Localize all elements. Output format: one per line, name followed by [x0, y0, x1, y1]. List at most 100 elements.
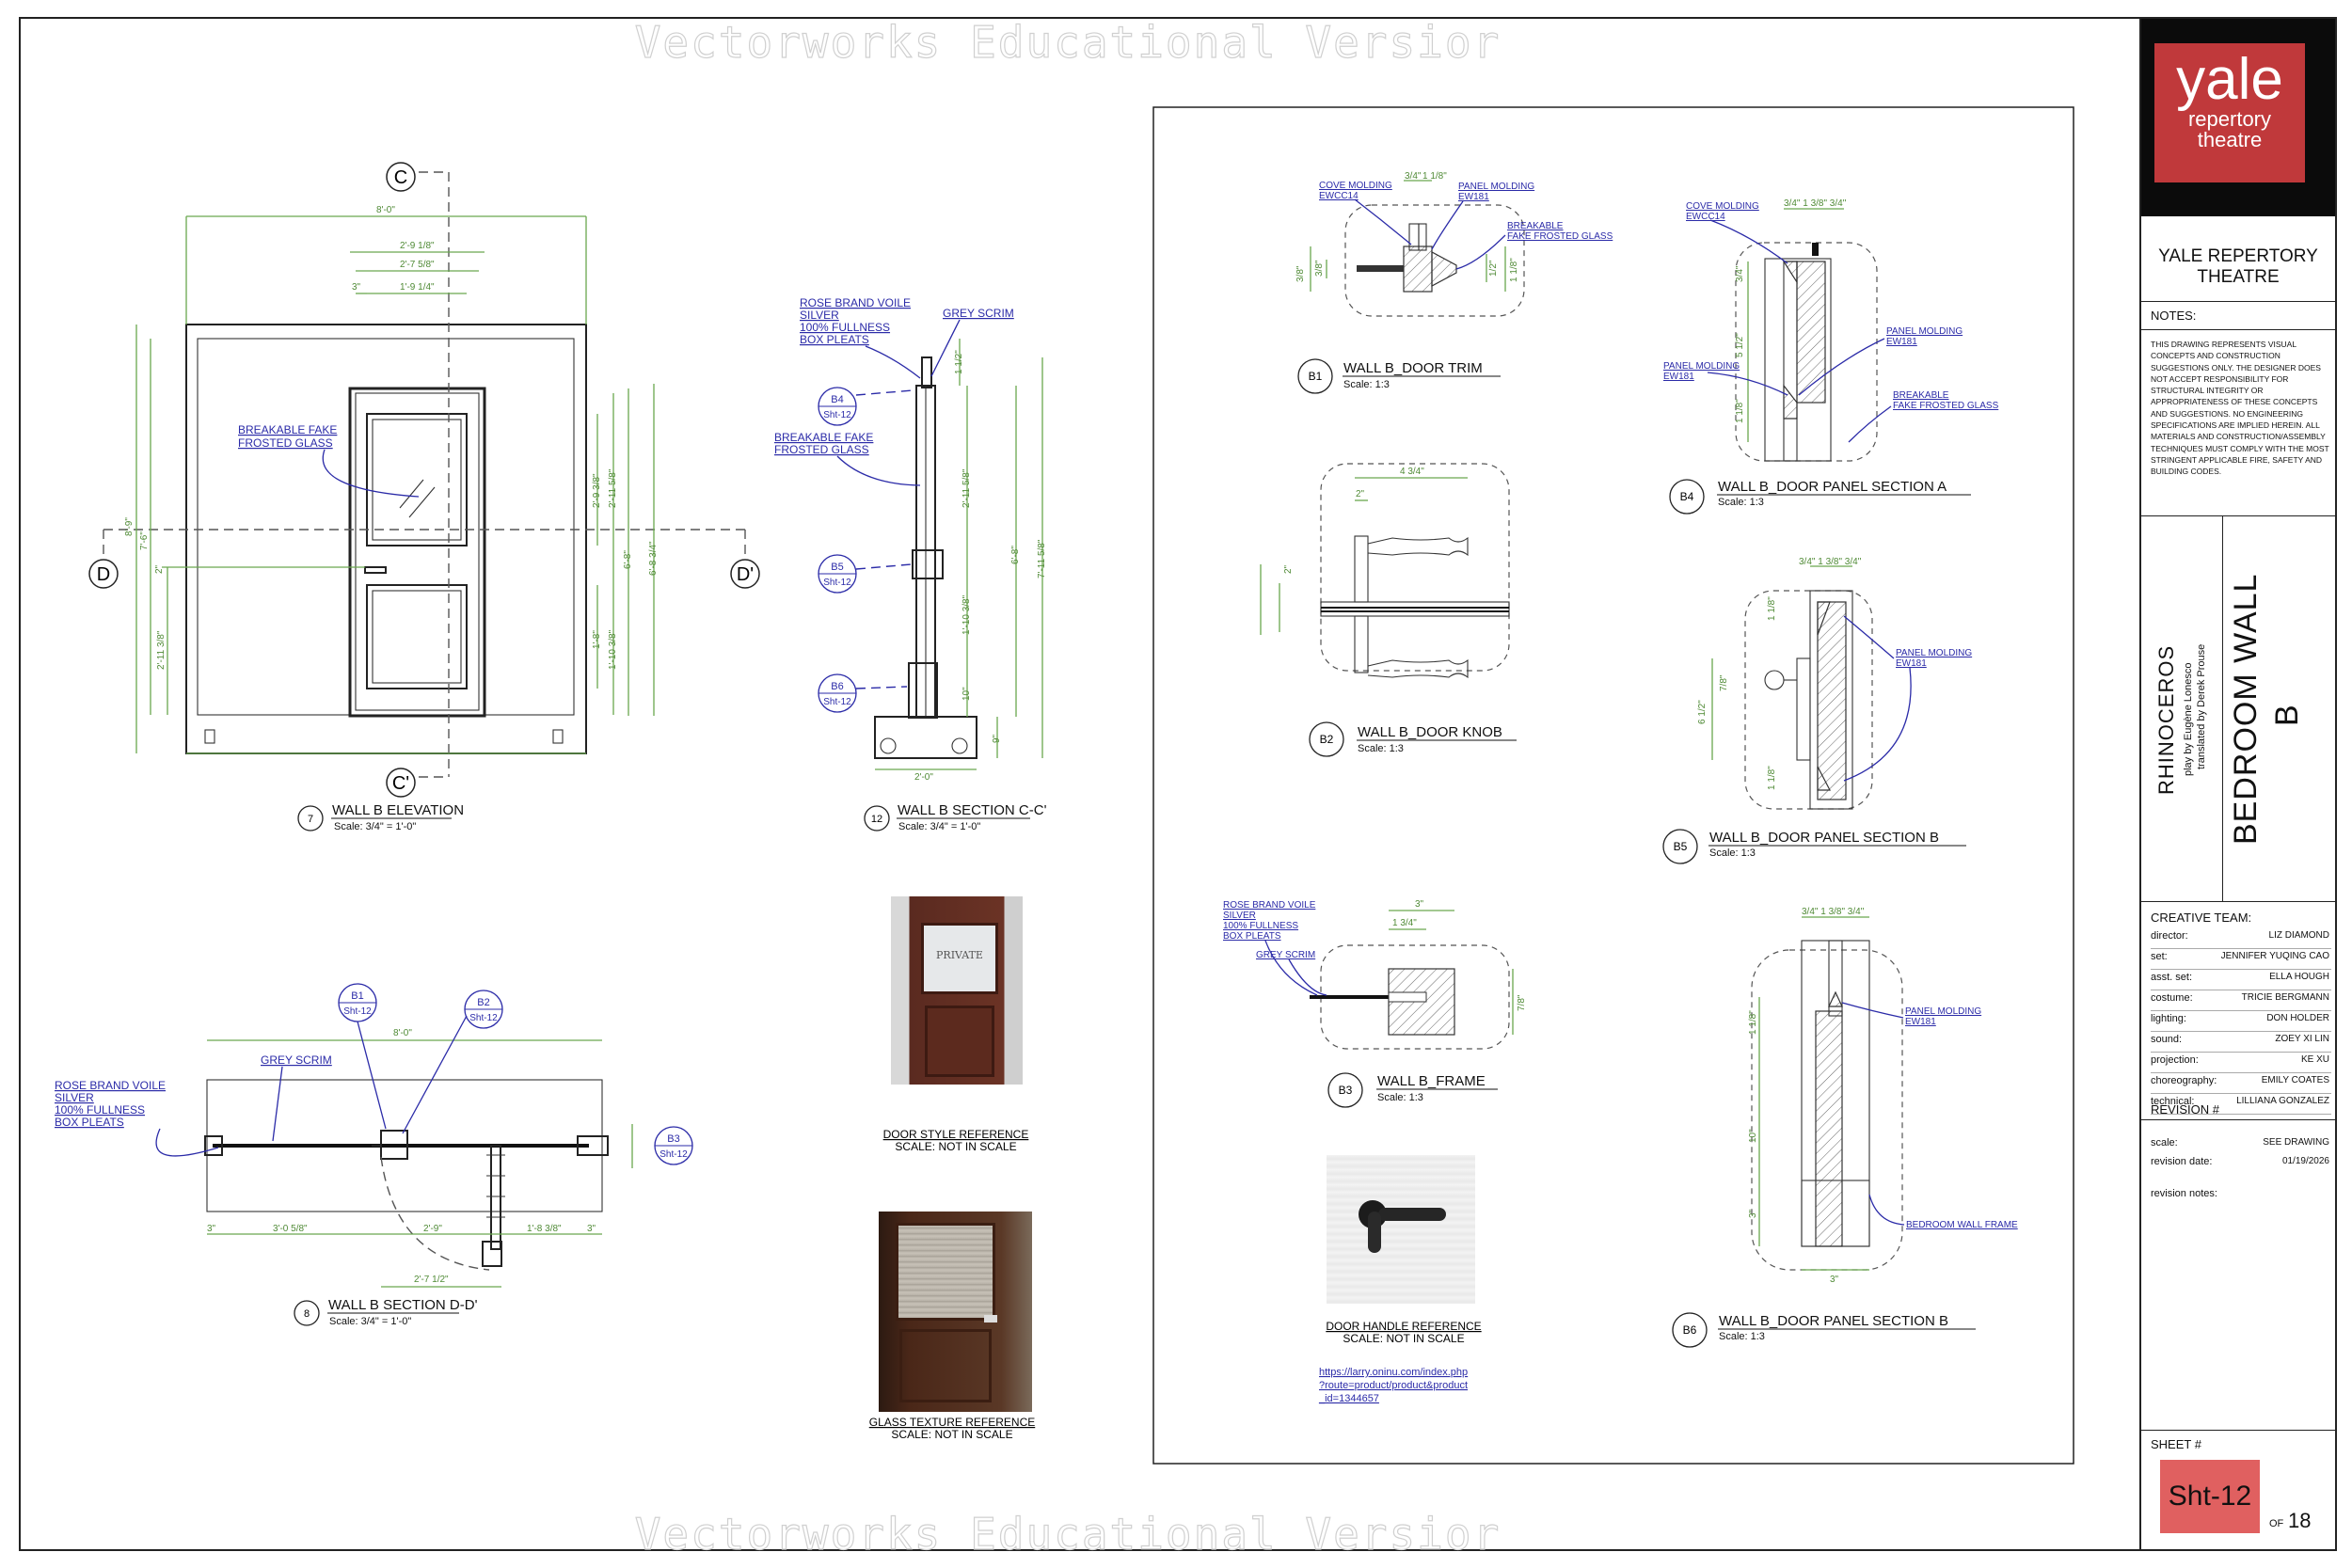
wall-b-section-cc: 2'-0" 6'-8" 7'-11 5/8" 2'-11 5/8" 1'-10 …	[774, 296, 1047, 832]
svg-text:B6: B6	[831, 681, 843, 692]
dim-e-6-8-3-4: 6'-8 3/4"	[648, 541, 659, 576]
voile-dd-label-4: BOX PLEATS	[55, 1116, 124, 1129]
section-mark-d-prime: D'	[737, 564, 754, 585]
revision-heading: REVISION #	[2151, 1102, 2219, 1117]
svg-text:B1: B1	[351, 990, 363, 1002]
voile-dd-label-1: ROSE BRAND VOILE	[55, 1079, 166, 1092]
notes-text: THIS DRAWING REPRESENTS VISUAL CONCEPTS …	[2151, 340, 2329, 477]
dim-e-2-11-3-8: 2'-11 3/8"	[156, 630, 167, 670]
b6-panel-1: PANEL MOLDING	[1905, 1006, 1981, 1017]
svg-text:B5: B5	[831, 562, 843, 573]
b4-panel-left-1: PANEL MOLDING	[1663, 361, 1740, 372]
watermark-top: Vectorworks Educational Versior	[634, 16, 1502, 68]
svg-text:B3: B3	[667, 1133, 679, 1145]
view-8-title: WALL B SECTION D-D'	[328, 1297, 478, 1313]
team-row-asst-set: asst. set:ELLA HOUGH	[2151, 969, 2331, 990]
dim-b3-1-3-4: 1 3/4"	[1392, 918, 1417, 928]
view-7-scale: Scale: 3/4" = 1'-0"	[334, 821, 416, 832]
b2-number: B2	[1320, 733, 1334, 746]
b2-scale: Scale: 1:3	[1358, 743, 1404, 754]
view-12-title: WALL B SECTION C-C'	[898, 802, 1047, 818]
detail-b5: 3/4" 1 3/8" 3/4" 6 1/2" 7/8" 1 1/8" 1 1/…	[1662, 557, 1972, 864]
team-row-director: director:LIZ DIAMOND	[2151, 927, 2331, 949]
team-row-set: set:JENNIFER YUQING CAO	[2151, 948, 2331, 970]
b4-scale: Scale: 1:3	[1718, 497, 1764, 508]
b4-title: WALL B_DOOR PANEL SECTION A	[1718, 479, 1947, 495]
b3-voile-3: 100% FULLNESS	[1223, 921, 1298, 931]
revision-date-row: revision date:01/19/2026	[2151, 1156, 2329, 1167]
private-sign: PRIVATE	[936, 949, 983, 961]
b1-cove-label-1: COVE MOLDING	[1319, 181, 1392, 191]
frosted-glass-cc-label-1: BREAKABLE FAKE	[774, 431, 873, 444]
dim-e-7-6: 7'-6"	[139, 531, 150, 550]
voile-label-1: ROSE BRAND VOILE	[800, 296, 911, 309]
view-8-number: 8	[304, 1308, 310, 1320]
callout-b6-cc: B6 Sht-12	[818, 673, 908, 713]
dim-e-2-11-5-8: 2'-11 5/8"	[608, 468, 618, 508]
dim-b2-4-3-4: 4 3/4"	[1400, 467, 1424, 477]
dim-b4-top: 3/4" 1 3/8" 3/4"	[1784, 198, 1847, 209]
dim-b6-3-bottom: 3"	[1830, 1275, 1839, 1285]
watermark-bottom: Vectorworks Educational Versior	[634, 1508, 1502, 1560]
voile-label-3: 100% FULLNESS	[800, 321, 890, 334]
dim-s-2-11-5-8: 2'-11 5/8"	[961, 468, 972, 508]
b4-cove-1: COVE MOLDING	[1686, 201, 1759, 212]
door-handle-reference-photo	[1327, 1155, 1475, 1304]
door-style-ref-scale: SCALE: NOT IN SCALE	[895, 1140, 1016, 1153]
dim-b3-3: 3"	[1415, 899, 1424, 910]
team-row-choreography: choreography:EMILY COATES	[2151, 1072, 2331, 1094]
dim-s-10: 10"	[961, 687, 972, 701]
dim-e-1-9-1-4: 1'-9 1/4"	[400, 282, 435, 293]
glass-ref-title: GLASS TEXTURE REFERENCE	[869, 1416, 1035, 1429]
grey-scrim-dd-label: GREY SCRIM	[261, 1053, 332, 1067]
section-mark-d: D	[97, 564, 110, 585]
handle-ref-url-3[interactable]: _id=1344657	[1318, 1393, 1379, 1404]
dim-d-3-left: 3"	[207, 1224, 216, 1234]
b1-number: B1	[1309, 370, 1323, 383]
dim-b2-2-side: 2"	[1283, 564, 1294, 574]
handle-ref-url-2[interactable]: ?route=product/product&product	[1319, 1380, 1468, 1391]
dim-d-3-right: 3"	[587, 1224, 596, 1234]
b1-title: WALL B_DOOR TRIM	[1343, 360, 1483, 376]
dim-b5-top: 3/4" 1 3/8" 3/4"	[1799, 557, 1862, 567]
dim-s-9: 9"	[992, 734, 1002, 743]
svg-text:B2: B2	[477, 997, 489, 1008]
dim-d-8-0: 8'-0"	[393, 1028, 412, 1038]
dim-b1-1-2: 1/2"	[1488, 260, 1499, 277]
dim-b5-7-8: 7/8"	[1719, 674, 1729, 691]
frosted-glass-label-1: BREAKABLE FAKE	[238, 423, 337, 436]
wall-b-elevation: C C' D D' 8'-0" 2'-9 1/8" 2'-7 5/8" 3" 1…	[88, 162, 760, 832]
svg-text:Sht-12: Sht-12	[343, 1006, 372, 1017]
dim-d-2-9: 2'-9"	[423, 1224, 442, 1234]
b5-scale: Scale: 1:3	[1709, 847, 1756, 859]
b6-title: WALL B_DOOR PANEL SECTION B	[1719, 1313, 1948, 1329]
dim-e-1-8: 1'-8"	[592, 630, 602, 649]
frosted-glass-label-2: FROSTED GLASS	[238, 436, 333, 450]
show-title: RHINOCEROS	[2154, 644, 2178, 795]
dim-e-8-9: 8'-9"	[124, 517, 135, 536]
handle-ref-url-1[interactable]: https://larry.oninu.com/index.php	[1319, 1367, 1468, 1378]
dim-b4-3-4: 3/4"	[1735, 265, 1745, 282]
dim-d-1-8-3-8: 1'-8 3/8"	[527, 1224, 562, 1234]
b2-title: WALL B_DOOR KNOB	[1358, 724, 1502, 740]
team-row-lighting: lighting:DON HOLDER	[2151, 1010, 2331, 1032]
b4-number: B4	[1680, 490, 1694, 503]
b6-scale: Scale: 1:3	[1719, 1331, 1765, 1342]
view-12-number: 12	[871, 814, 882, 825]
handle-ref-scale: SCALE: NOT IN SCALE	[1343, 1332, 1464, 1345]
dim-e-3: 3"	[352, 282, 361, 293]
callout-b4-cc: B4 Sht-12	[818, 387, 914, 426]
team-row-costume: costume:TRICIE BERGMANN	[2151, 990, 2331, 1011]
view-7-number: 7	[308, 814, 313, 825]
show-by: play by Eugène Lonesco	[2183, 662, 2194, 776]
detail-b1: 3/4" 1 1/8" 3/8" 3/8" 1/2" 1 1/8" COVE M…	[1295, 171, 1613, 394]
dim-s-7-11-5-8: 7'-11 5/8"	[1037, 539, 1047, 578]
b1-panel-label-1: PANEL MOLDING	[1458, 182, 1534, 192]
b3-voile-2: SILVER	[1223, 911, 1256, 921]
voile-dd-label-3: 100% FULLNESS	[55, 1103, 145, 1117]
svg-text:Sht-12: Sht-12	[660, 1149, 688, 1160]
b6-number: B6	[1683, 1323, 1697, 1337]
sheet-of-label: OF	[2269, 1518, 2284, 1529]
dim-e-8-0: 8'-0"	[376, 205, 395, 215]
team-row-projection: projection:KE XU	[2151, 1052, 2331, 1073]
